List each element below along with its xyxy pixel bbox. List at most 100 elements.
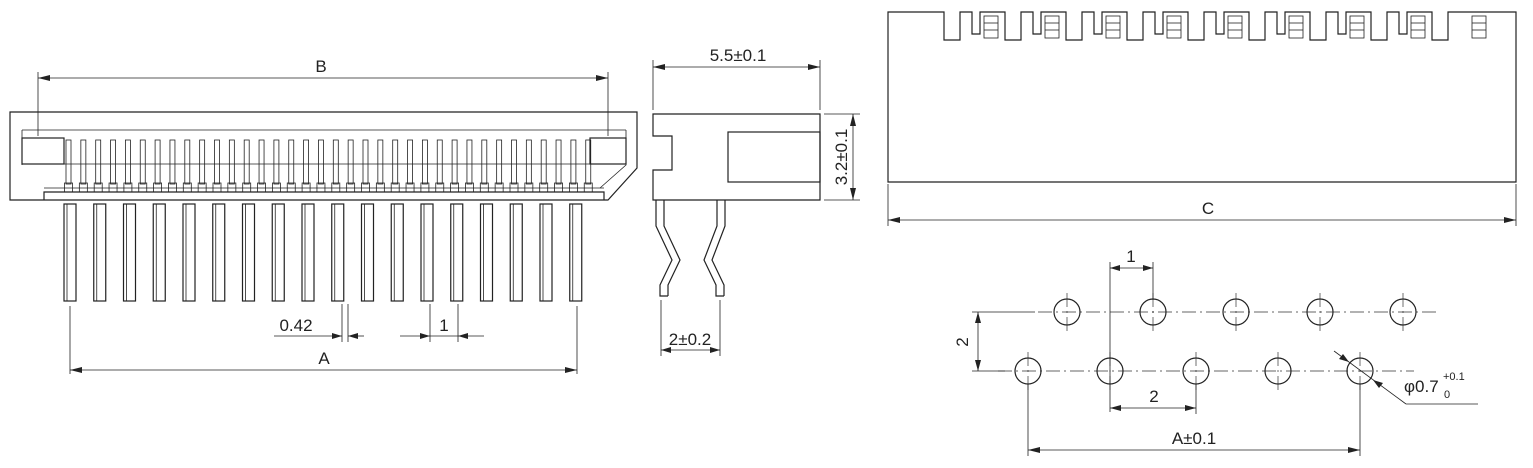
pin-array <box>63 203 583 302</box>
pin <box>63 203 77 302</box>
contact <box>273 139 280 185</box>
contact-foot <box>123 182 133 193</box>
contact-array <box>64 139 593 193</box>
dim-height: 3.2±0.1 <box>824 113 860 201</box>
hole-diameter-label: φ0.7 <box>1404 377 1439 396</box>
hole-array <box>1014 293 1417 390</box>
contact <box>481 139 488 185</box>
dim-c-label: C <box>1202 199 1214 218</box>
pin <box>450 203 464 302</box>
contact-foot <box>227 182 237 193</box>
contact-foot <box>182 182 192 193</box>
contact-foot <box>138 182 148 193</box>
dim-pin-width: 0.42 <box>274 304 364 342</box>
contact-foot <box>108 182 118 193</box>
contact <box>362 139 369 185</box>
dim-pitch-small: 1 <box>1109 247 1154 412</box>
contact <box>125 139 131 185</box>
dim-lead-spacing: 2±0.2 <box>660 300 721 356</box>
contact <box>258 139 265 185</box>
contact <box>347 139 354 185</box>
contact-foot <box>346 182 356 193</box>
dim-a: A <box>69 306 578 374</box>
contact <box>451 139 458 185</box>
pin <box>569 203 583 302</box>
dim-c: C <box>887 184 1517 226</box>
pin <box>360 203 375 302</box>
pin <box>539 203 553 302</box>
contact <box>318 139 324 185</box>
contact <box>496 139 503 185</box>
contact-foot <box>78 182 88 193</box>
pin <box>301 203 315 302</box>
contact-foot <box>286 182 296 193</box>
window <box>1288 15 1304 39</box>
top-view: C <box>887 11 1517 226</box>
contact-foot <box>361 182 370 193</box>
contact <box>288 139 295 185</box>
contact <box>214 139 220 185</box>
dim-pitch-small-label: 1 <box>1126 247 1135 266</box>
contact-foot <box>539 182 549 193</box>
contact <box>511 139 517 185</box>
contact-foot <box>569 182 578 193</box>
dim-b-label: B <box>315 57 326 76</box>
pcb-layout: 1 2 2 A±0.1 <box>953 247 1478 456</box>
front-view: B 0.42 1 A <box>9 57 638 374</box>
pin <box>182 203 196 302</box>
contact-foot <box>479 182 489 193</box>
contact <box>243 139 250 185</box>
contact-foot <box>420 182 430 193</box>
contact <box>466 139 473 185</box>
window <box>1105 15 1121 39</box>
contact <box>421 139 428 185</box>
dim-pin-pitch-label: 1 <box>439 316 448 335</box>
contact <box>228 139 235 185</box>
pin <box>479 203 494 302</box>
contact <box>80 139 87 185</box>
contact-foot <box>271 182 281 193</box>
dim-row-spacing: 2 <box>953 311 1035 372</box>
dim-hole-diameter: φ0.7 +0.1 0 <box>1333 350 1478 405</box>
dim-span-label: A±0.1 <box>1172 429 1216 448</box>
contact <box>65 139 72 185</box>
window <box>1227 15 1243 39</box>
contact <box>585 139 592 185</box>
dim-pin-width-label: 0.42 <box>279 316 312 335</box>
contact-foot <box>242 182 252 193</box>
contact-foot <box>583 182 593 193</box>
dim-lead-spacing-label: 2±0.2 <box>669 330 711 349</box>
window <box>1166 15 1182 39</box>
contact-foot <box>524 182 534 193</box>
pin <box>390 203 404 302</box>
contact-foot <box>316 182 326 193</box>
contact-foot <box>93 182 103 193</box>
contact <box>570 139 577 185</box>
contact-foot <box>257 182 266 193</box>
contact-foot <box>375 182 385 193</box>
dim-span: A±0.1 <box>1027 384 1361 456</box>
contact-foot <box>331 182 341 193</box>
pin <box>122 203 137 302</box>
contact-foot <box>509 182 519 193</box>
window <box>1349 15 1365 39</box>
contact <box>110 139 116 185</box>
dim-pitch-large-label: 2 <box>1149 387 1158 406</box>
contact-foot <box>197 182 207 193</box>
contact <box>407 139 413 185</box>
dim-height-label: 3.2±0.1 <box>832 129 851 186</box>
contact-foot <box>405 182 415 193</box>
dim-depth-label: 5.5±0.1 <box>710 46 767 65</box>
contact <box>377 139 384 185</box>
pin <box>212 203 226 302</box>
contact-foot <box>390 182 400 193</box>
contact-foot <box>301 182 311 193</box>
contact-foot <box>153 182 163 193</box>
dim-pitch-large: 2 <box>1110 384 1197 414</box>
contact <box>555 139 562 185</box>
pin <box>420 203 434 302</box>
pin <box>152 203 166 302</box>
dim-b: B <box>37 57 609 136</box>
contact-foot <box>435 182 445 193</box>
